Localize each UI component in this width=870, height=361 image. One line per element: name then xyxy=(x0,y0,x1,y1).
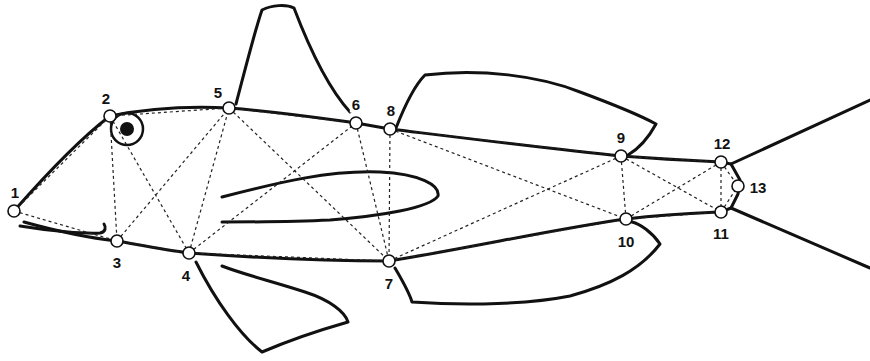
landmark-point xyxy=(384,123,396,135)
truss-line xyxy=(389,129,390,261)
callout-number: 7 xyxy=(383,275,395,292)
truss-line xyxy=(14,211,117,241)
callout-number: 10 xyxy=(616,233,637,250)
landmark-points xyxy=(8,102,744,267)
callout-number: 3 xyxy=(111,254,123,271)
truss-line xyxy=(390,129,626,219)
landmark-point xyxy=(383,255,395,267)
pectoral-fin xyxy=(222,172,438,222)
landmark-point xyxy=(615,150,627,162)
truss-line xyxy=(389,156,621,261)
body-bottom xyxy=(24,212,721,261)
truss-line xyxy=(117,108,229,241)
callout-number: 13 xyxy=(748,179,769,196)
landmark-point xyxy=(223,102,235,114)
landmark-point xyxy=(732,180,744,192)
truss-line xyxy=(720,162,721,212)
callout-number: 6 xyxy=(350,96,362,113)
truss-lines xyxy=(14,108,738,261)
truss-line xyxy=(356,123,389,261)
pelvic-fin xyxy=(196,262,348,352)
truss-line xyxy=(117,241,189,253)
truss-line xyxy=(189,253,389,261)
truss-line xyxy=(626,162,721,219)
landmark-point xyxy=(104,110,116,122)
dorsal-fin xyxy=(236,6,350,112)
truss-line xyxy=(389,219,626,261)
truss-line xyxy=(621,156,721,162)
truss-line xyxy=(110,116,189,253)
truss-line xyxy=(110,108,229,116)
callout-number: 8 xyxy=(385,102,397,119)
landmark-point xyxy=(183,247,195,259)
landmark-point xyxy=(8,205,20,217)
landmark-point xyxy=(111,235,123,247)
landmark-point xyxy=(350,117,362,129)
landmark-point xyxy=(715,206,727,218)
truss-line xyxy=(189,123,356,253)
pupil xyxy=(120,122,134,136)
callout-number: 5 xyxy=(212,84,224,101)
callout-number: 9 xyxy=(615,129,627,146)
callout-number: 12 xyxy=(712,135,733,152)
truss-line xyxy=(621,156,626,219)
callout-number: 11 xyxy=(711,225,731,242)
callout-number: 2 xyxy=(100,90,112,107)
anal-fin xyxy=(395,222,660,304)
truss-line xyxy=(229,108,389,261)
dorsal-fin xyxy=(396,72,656,155)
callout-number: 4 xyxy=(180,267,192,284)
caudal-fin xyxy=(731,100,870,164)
fish-outline xyxy=(14,6,870,352)
truss-line xyxy=(14,116,110,211)
landmark-point xyxy=(715,156,727,168)
caudal-fin xyxy=(731,208,870,268)
truss-line xyxy=(229,108,356,123)
truss-line xyxy=(621,156,721,212)
callout-number: 1 xyxy=(9,184,21,201)
truss-line xyxy=(110,116,117,241)
truss-line xyxy=(189,108,229,253)
truss-line xyxy=(626,212,721,219)
landmark-point xyxy=(620,213,632,225)
